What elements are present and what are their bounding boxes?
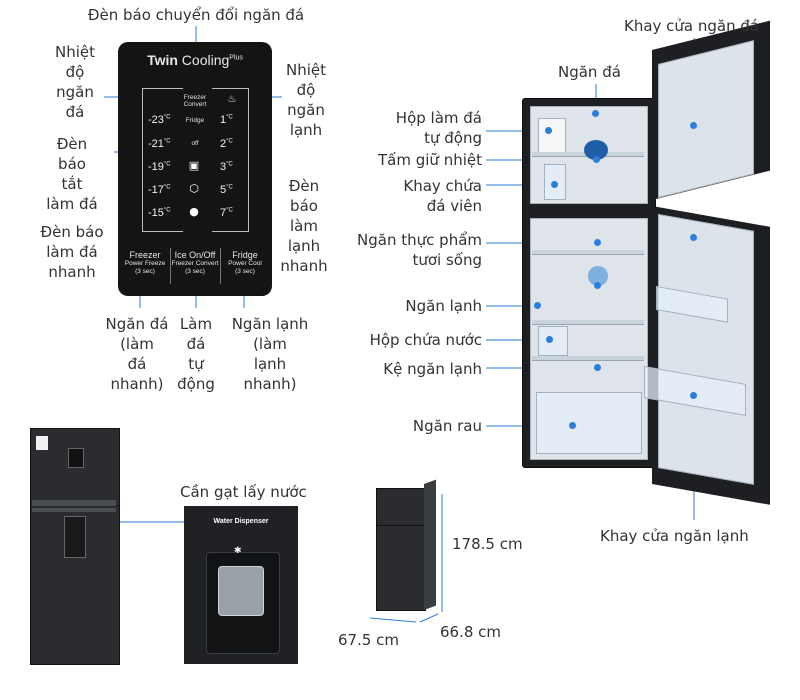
mode-fridge: Fridge [185, 117, 205, 124]
energy-label [36, 436, 48, 450]
label-fridge-door-tray: Khay cửa ngăn lạnh [600, 527, 749, 545]
marker-dot [690, 234, 697, 241]
fridge-mode-icon: ♨ [227, 94, 237, 105]
label-width: 67.5 cm [338, 631, 400, 649]
dim-fridge-side [424, 479, 436, 610]
fridge-temp-3: 3°C [220, 161, 233, 173]
freezer-temp-3: -19°C [148, 161, 171, 173]
dispenser-title: Water Dispenser [213, 518, 269, 525]
ice-cube-icon: ▣ [188, 159, 200, 172]
marker-dot [593, 156, 600, 163]
closed-fridge-display [68, 448, 84, 468]
mode-off: off [191, 140, 199, 147]
freezer-door-liner [658, 40, 754, 198]
label-height: 178.5 cm [452, 535, 523, 553]
marker-dot [534, 302, 541, 309]
fridge-shelf-2 [532, 356, 644, 361]
label-fridge-shelf: Kệ ngăn lạnh [383, 360, 482, 378]
panel-divider [170, 248, 171, 284]
label-freezer: Ngăn đá [558, 63, 621, 81]
dispenser-closeup: Water Dispenser ✱ [184, 506, 298, 664]
fridge-vent [588, 266, 608, 286]
ice-button[interactable]: Ice On/Off Freezer Convert (3 sec) [171, 250, 219, 275]
freezer-temp-1: -23°C [148, 114, 171, 126]
fresh-food-shelf [532, 250, 644, 255]
closed-fridge-handle [32, 500, 116, 506]
marker-dot [545, 127, 552, 134]
fridge-button[interactable]: Fridge Power Cool (3 sec) [228, 250, 262, 275]
label-depth: 66.8 cm [440, 623, 502, 641]
fridge-temp-1: 1°C [220, 114, 233, 126]
label-thermal-plate: Tấm giữ nhiệt [378, 151, 482, 169]
label-water-box: Hộp chứa nước [369, 331, 482, 349]
fridge-shelf-1 [532, 320, 644, 325]
marker-dot [551, 181, 558, 188]
panel-divider [220, 248, 221, 284]
fast-freeze-icon: ⬡ [189, 182, 199, 195]
label-mode-switch: Đèn báo chuyển đổi ngăn đá [87, 6, 305, 24]
control-panel: Twin CoolingPlus -23°C -21°C -19°C -17°C… [118, 42, 272, 296]
marker-dot [594, 239, 601, 246]
child-lock-icon: ✱ [234, 546, 242, 556]
label-water-lever: Cần gạt lấy nước [180, 483, 307, 501]
mode-freezer-convert: Freezer Convert [183, 94, 207, 108]
fridge-temp-5: 7°C [220, 207, 233, 219]
dispenser-lever [218, 566, 264, 616]
panel-brand: Twin CoolingPlus [147, 52, 243, 68]
label-vegetable: Ngăn rau [412, 417, 482, 435]
vegetable-drawer [536, 392, 642, 454]
fridge-temp-2: 2°C [220, 138, 233, 150]
dim-fridge-bottom [376, 525, 426, 611]
dim-fridge-top [376, 488, 426, 526]
marker-dot [594, 282, 601, 289]
closed-fridge-dispenser [64, 516, 86, 558]
freezer-temp-5: -15°C [148, 207, 171, 219]
marker-dot [546, 336, 553, 343]
freezer-temp-bracket [142, 88, 183, 232]
marker-dot [594, 364, 601, 371]
marker-dot [592, 110, 599, 117]
ice-maker-box [538, 118, 566, 154]
fridge-temp-4: 5°C [220, 184, 233, 196]
water-drop-icon: ● [189, 205, 199, 218]
marker-dot [690, 392, 697, 399]
freezer-temp-2: -21°C [148, 138, 171, 150]
freezer-button[interactable]: Freezer Power Freeze (3 sec) [124, 250, 166, 275]
fridge-door-liner [658, 214, 754, 485]
marker-dot [690, 122, 697, 129]
water-tank [538, 326, 568, 356]
freezer-temp-4: -17°C [148, 184, 171, 196]
label-fridge: Ngăn lạnh [405, 297, 482, 315]
label-freezer-door-tray: Khay cửa ngăn đá [624, 17, 760, 35]
marker-dot [569, 422, 576, 429]
fridge-temp-bracket [212, 88, 249, 232]
freezer-fan [584, 140, 608, 160]
closed-fridge-handle [32, 508, 116, 512]
